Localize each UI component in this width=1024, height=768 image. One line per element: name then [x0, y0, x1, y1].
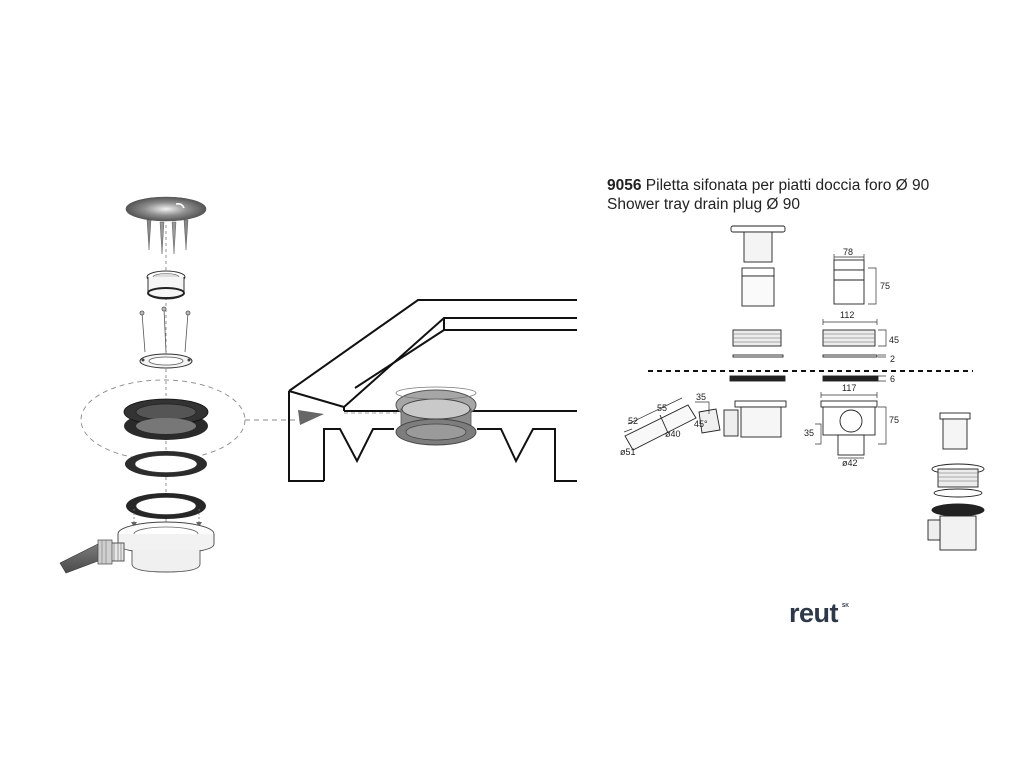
dim-pipe-inner: ø40	[665, 429, 681, 439]
dim-gap-a: 2	[890, 354, 895, 364]
screws	[139, 306, 191, 353]
dim-outlet-height: 35	[804, 428, 814, 438]
drain-body	[109, 521, 215, 573]
title-line-italian: 9056 Piletta sifonata per piatti doccia …	[607, 176, 929, 195]
dim-trap-width: 117	[842, 383, 856, 393]
dim-pipe-outer: ø51	[620, 447, 636, 457]
brand-logo: reut	[789, 598, 839, 628]
cover-cap	[125, 196, 207, 255]
title-italian: Piletta sifonata per piatti doccia foro …	[645, 177, 930, 194]
dim-body-height: 45	[889, 335, 899, 345]
dim-outlet-diameter: ø42	[842, 458, 858, 468]
dim-angle: 45°	[694, 419, 708, 429]
dim-cap-width: 78	[843, 247, 853, 257]
brand-suffix: SK	[842, 603, 849, 609]
dim-pipe-b: 55	[657, 403, 667, 413]
gasket-ring	[125, 451, 207, 477]
dim-trap-height: 75	[889, 415, 899, 425]
flange-ring	[139, 353, 193, 369]
gasket-upper	[123, 398, 209, 440]
title-english: Shower tray drain plug Ø 90	[607, 196, 800, 213]
product-title: 9056 Piletta sifonata per piatti doccia …	[607, 176, 929, 214]
dim-cap-height: 75	[880, 281, 890, 291]
dimension-lines	[623, 254, 887, 459]
outlet-pipe	[59, 539, 113, 574]
sealing-ring	[126, 493, 206, 519]
tray-drain-detail	[395, 386, 477, 446]
dim-pipe-a: 52	[628, 416, 638, 426]
strainer-cup	[146, 270, 186, 300]
threads	[733, 333, 978, 482]
dim-gap-b: 6	[890, 374, 895, 384]
detail-arrow-icon	[298, 410, 324, 425]
product-code: 9056	[607, 177, 642, 194]
dim-pipe-c: 35	[696, 392, 706, 402]
dim-body-width: 112	[840, 310, 854, 320]
